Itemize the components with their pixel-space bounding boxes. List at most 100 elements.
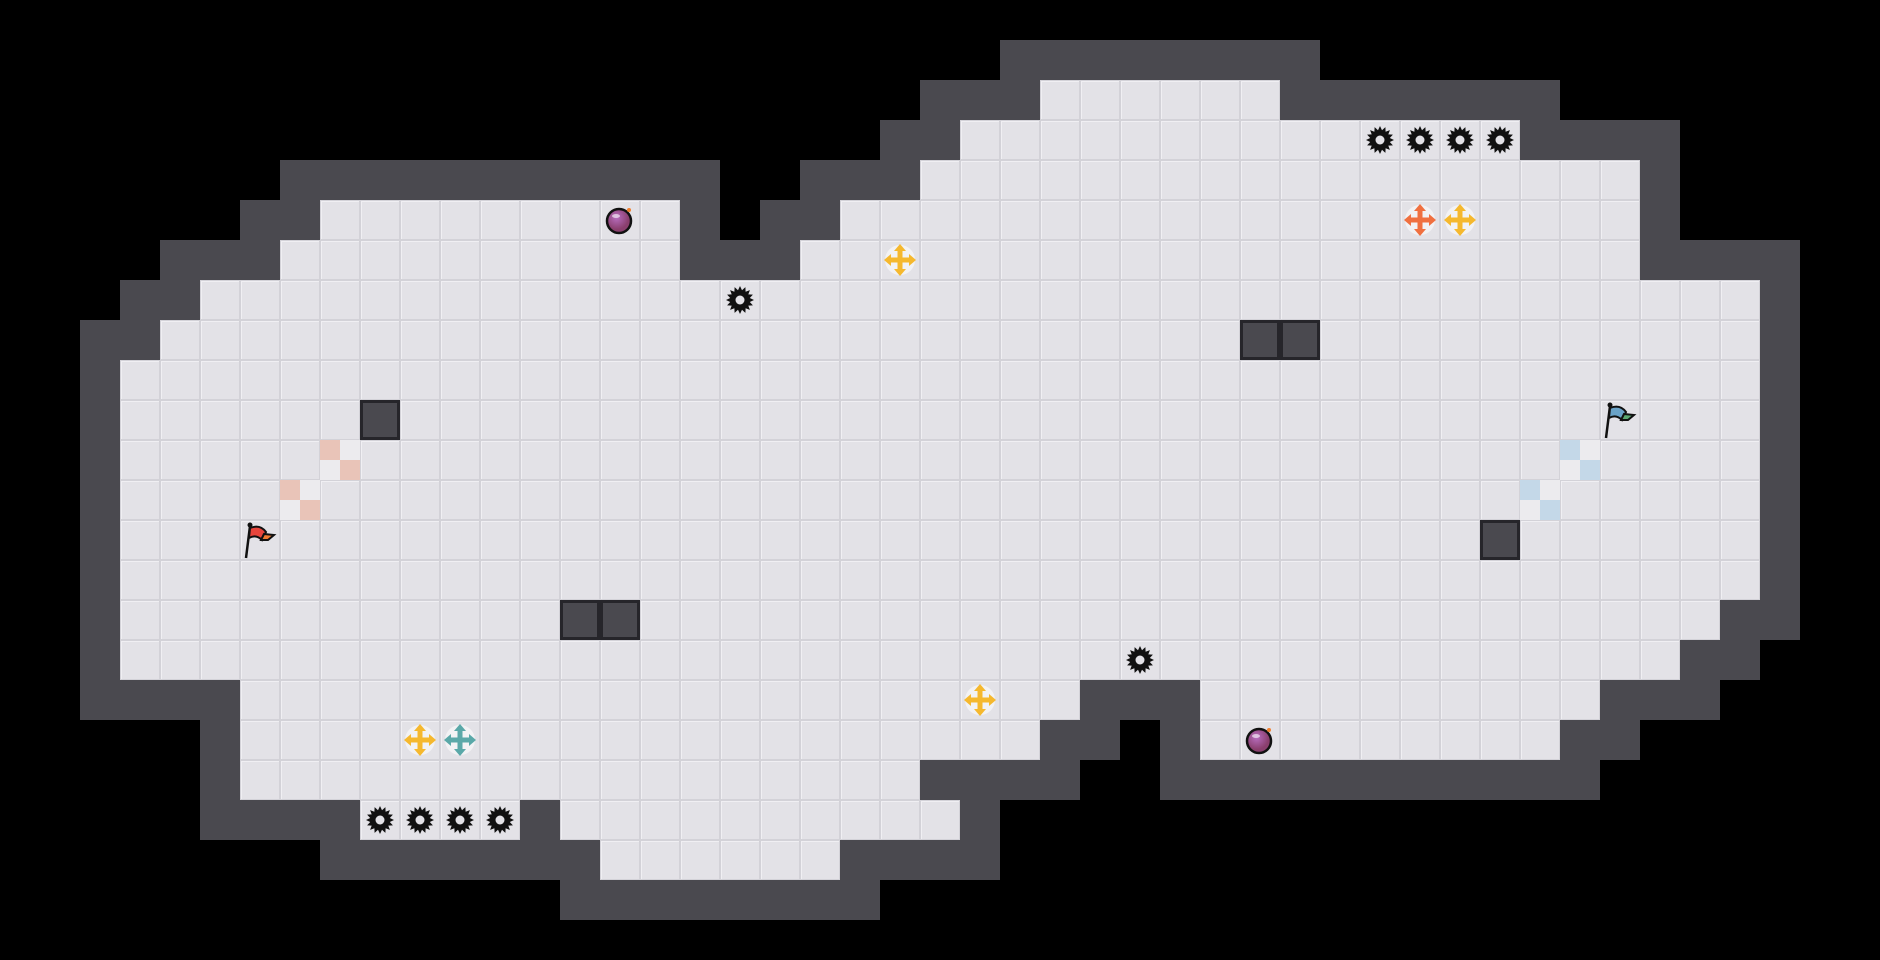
floor-tile — [240, 320, 280, 360]
spike-icon — [720, 280, 760, 320]
wall-tile — [760, 880, 800, 920]
wall-tile — [920, 120, 960, 160]
floor-tile — [360, 680, 400, 720]
floor-tile — [1040, 320, 1080, 360]
wall-tile — [880, 120, 920, 160]
wall-tile — [1480, 760, 1520, 800]
floor-tile — [1120, 560, 1160, 600]
floor-tile — [800, 360, 840, 400]
floor-tile — [200, 320, 240, 360]
floor-tile — [1520, 160, 1560, 200]
floor-tile — [760, 320, 800, 360]
floor-tile — [840, 240, 880, 280]
floor-tile — [560, 680, 600, 720]
floor-tile — [800, 680, 840, 720]
wall-tile — [200, 680, 240, 720]
wall-tile — [720, 240, 760, 280]
floor-tile — [840, 200, 880, 240]
floor-tile — [360, 520, 400, 560]
floor-tile — [440, 440, 480, 480]
floor-tile — [1480, 160, 1520, 200]
floor-tile — [1440, 600, 1480, 640]
floor-tile — [1400, 440, 1440, 480]
wall-tile — [80, 640, 120, 680]
wall-tile — [360, 160, 400, 200]
floor-tile — [1120, 400, 1160, 440]
floor-tile — [840, 280, 880, 320]
floor-tile — [520, 400, 560, 440]
floor-tile — [560, 640, 600, 680]
floor-tile — [600, 440, 640, 480]
floor-tile — [1640, 280, 1680, 320]
wall-tile — [80, 320, 120, 360]
floor-tile — [120, 400, 160, 440]
wall-tile — [1000, 40, 1040, 80]
floor-tile — [720, 800, 760, 840]
floor-tile — [360, 600, 400, 640]
floor-tile — [1240, 600, 1280, 640]
floor-tile — [480, 440, 520, 480]
floor-tile — [760, 680, 800, 720]
floor-tile — [480, 400, 520, 440]
floor-tile — [320, 240, 360, 280]
floor-tile — [640, 800, 680, 840]
floor-tile — [400, 760, 440, 800]
floor-tile — [1560, 400, 1600, 440]
floor-tile — [1320, 280, 1360, 320]
floor-tile — [1280, 280, 1320, 320]
floor-tile — [280, 320, 320, 360]
wall-tile — [800, 200, 840, 240]
floor-tile — [1440, 640, 1480, 680]
wall-tile — [160, 240, 200, 280]
spike-icon — [480, 800, 520, 840]
wall-tile — [560, 160, 600, 200]
floor-tile — [920, 400, 960, 440]
floor-tile — [360, 320, 400, 360]
floor-tile — [1600, 520, 1640, 560]
floor-tile — [400, 480, 440, 520]
floor-tile — [1080, 440, 1120, 480]
floor-tile — [400, 440, 440, 480]
floor-tile — [600, 280, 640, 320]
floor-tile — [560, 240, 600, 280]
wall-tile — [600, 160, 640, 200]
floor-tile — [800, 640, 840, 680]
floor-tile — [1240, 520, 1280, 560]
floor-tile — [920, 160, 960, 200]
floor-tile — [1440, 280, 1480, 320]
floor-tile — [840, 680, 880, 720]
floor-tile — [640, 200, 680, 240]
floor-tile — [280, 400, 320, 440]
floor-tile — [120, 520, 160, 560]
wall-tile — [1200, 760, 1240, 800]
floor-tile — [1560, 320, 1600, 360]
floor-tile — [1440, 440, 1480, 480]
floor-tile — [560, 200, 600, 240]
floor-tile — [560, 800, 600, 840]
floor-tile — [200, 480, 240, 520]
floor-tile — [120, 600, 160, 640]
floor-tile — [800, 280, 840, 320]
wall-tile — [1640, 120, 1680, 160]
floor-tile — [1320, 520, 1360, 560]
floor-tile — [1320, 240, 1360, 280]
floor-tile — [240, 600, 280, 640]
floor-tile — [1280, 360, 1320, 400]
floor-tile — [520, 440, 560, 480]
floor-tile — [1280, 560, 1320, 600]
floor-tile — [1320, 200, 1360, 240]
floor-tile — [1440, 160, 1480, 200]
floor-tile — [920, 360, 960, 400]
wall-tile — [400, 160, 440, 200]
floor-tile — [440, 320, 480, 360]
floor-tile — [320, 760, 360, 800]
boost-arrows-icon — [400, 720, 440, 760]
wall-tile — [1680, 680, 1720, 720]
floor-tile — [200, 360, 240, 400]
floor-tile — [1200, 680, 1240, 720]
floor-tile — [800, 520, 840, 560]
wall-tile — [1000, 760, 1040, 800]
floor-tile — [960, 240, 1000, 280]
floor-tile — [1520, 320, 1560, 360]
